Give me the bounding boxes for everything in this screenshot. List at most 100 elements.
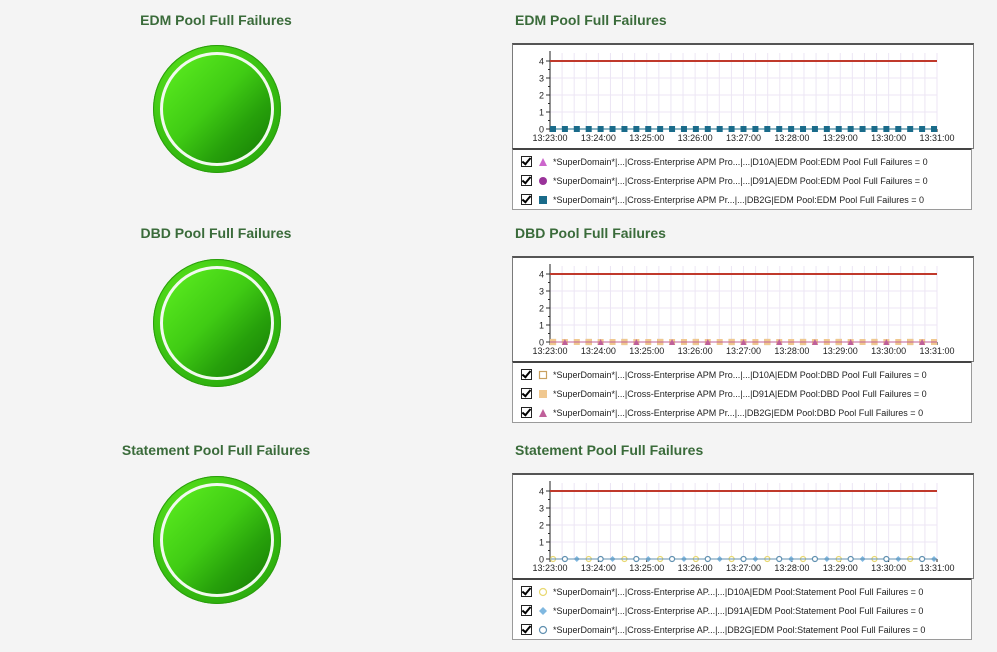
- data-point: [835, 126, 842, 132]
- legend-item: *SuperDomain*|...|Cross-Enterprise APM P…: [513, 190, 971, 209]
- x-tick-label: 13:27:00: [726, 346, 761, 356]
- legend-marker-shape: [539, 606, 547, 615]
- y-tick-label: 0: [539, 125, 544, 135]
- series-visibility-checkbox[interactable]: [521, 388, 532, 399]
- legend-label: *SuperDomain*|...|Cross-Enterprise APM P…: [553, 388, 927, 399]
- legend-label: *SuperDomain*|...|Cross-Enterprise APM P…: [553, 194, 925, 205]
- legend-item: *SuperDomain*|...|Cross-Enterprise APM P…: [513, 403, 971, 422]
- legend-marker-icon: [538, 157, 548, 167]
- data-point: [728, 126, 735, 132]
- y-tick-label: 0: [539, 338, 544, 348]
- series-visibility-checkbox[interactable]: [521, 605, 532, 616]
- legend-label: *SuperDomain*|...|Cross-Enterprise APM P…: [553, 369, 927, 380]
- data-point: [895, 126, 902, 132]
- status-light-ring: [160, 483, 274, 597]
- data-point: [633, 339, 640, 345]
- y-tick-label: 4: [539, 57, 544, 67]
- data-point: [561, 126, 568, 132]
- x-tick-label: 13:31:00: [919, 563, 954, 573]
- data-point: [788, 126, 795, 132]
- legend-label: *SuperDomain*|...|Cross-Enterprise APM P…: [553, 175, 928, 186]
- data-point: [871, 126, 878, 132]
- legend-edm: *SuperDomain*|...|Cross-Enterprise APM P…: [512, 148, 972, 210]
- status-light-edm: [153, 45, 281, 173]
- legend-statement: *SuperDomain*|...|Cross-Enterprise AP...…: [512, 578, 972, 640]
- legend-item: *SuperDomain*|...|Cross-Enterprise AP...…: [513, 582, 971, 601]
- data-point: [740, 339, 747, 345]
- data-point: [561, 555, 569, 563]
- x-tick-label: 13:27:00: [726, 133, 761, 143]
- legend-marker-icon: [538, 370, 548, 380]
- status-light-statement: [153, 476, 281, 604]
- data-point: [597, 555, 604, 563]
- data-point: [847, 339, 854, 345]
- data-point: [907, 126, 914, 132]
- x-tick-label: 13:30:00: [871, 563, 906, 573]
- legend-label: *SuperDomain*|...|Cross-Enterprise AP...…: [553, 624, 926, 635]
- data-point: [585, 126, 592, 132]
- series-visibility-checkbox[interactable]: [521, 156, 532, 167]
- y-tick-label: 0: [539, 555, 544, 565]
- data-point: [561, 339, 568, 345]
- y-tick-label: 4: [539, 487, 544, 497]
- x-tick-label: 13:28:00: [774, 133, 809, 143]
- status-light-ring: [160, 52, 274, 166]
- data-point: [609, 126, 616, 132]
- series-visibility-checkbox[interactable]: [521, 175, 532, 186]
- legend-marker-shape: [538, 625, 548, 634]
- data-point: [883, 126, 890, 132]
- y-tick-label: 3: [539, 504, 544, 514]
- y-tick-label: 1: [539, 108, 544, 118]
- legend-label: *SuperDomain*|...|Cross-Enterprise AP...…: [553, 586, 924, 597]
- data-point: [776, 339, 783, 345]
- data-point: [883, 555, 890, 563]
- x-tick-label: 13:28:00: [774, 346, 809, 356]
- legend-marker-icon: [538, 587, 548, 597]
- x-tick-label: 13:30:00: [871, 346, 906, 356]
- legend-marker-shape: [539, 408, 547, 417]
- x-tick-label: 13:25:00: [629, 346, 664, 356]
- y-tick-label: 2: [539, 91, 544, 101]
- y-tick-label: 3: [539, 287, 544, 297]
- data-point: [704, 555, 711, 563]
- status-title-statement: Statement Pool Full Failures: [121, 442, 311, 458]
- series-visibility-checkbox[interactable]: [521, 194, 532, 205]
- y-tick-label: 1: [539, 321, 544, 331]
- legend-marker-icon: [538, 408, 548, 418]
- legend-label: *SuperDomain*|...|Cross-Enterprise AP...…: [553, 605, 924, 616]
- data-point: [847, 126, 854, 132]
- data-point: [704, 126, 711, 132]
- status-light-dbd: [153, 259, 281, 387]
- data-point: [704, 339, 711, 345]
- series-visibility-checkbox[interactable]: [521, 407, 532, 418]
- y-tick-label: 2: [539, 521, 544, 531]
- legend-marker-shape: [538, 370, 548, 379]
- legend-label: *SuperDomain*|...|Cross-Enterprise APM P…: [553, 156, 928, 167]
- legend-marker-shape: [539, 157, 547, 166]
- legend-marker-icon: [538, 195, 548, 205]
- series-visibility-checkbox[interactable]: [521, 369, 532, 380]
- data-point: [597, 339, 604, 345]
- data-point: [621, 126, 628, 132]
- data-point: [859, 126, 866, 132]
- chart-title-edm: EDM Pool Full Failures: [515, 12, 667, 28]
- data-point: [776, 555, 783, 563]
- x-tick-label: 13:29:00: [823, 346, 858, 356]
- series-visibility-checkbox[interactable]: [521, 624, 532, 635]
- data-point: [740, 126, 747, 132]
- data-point: [883, 339, 890, 345]
- data-point: [764, 126, 771, 132]
- data-point: [669, 339, 676, 345]
- legend-marker-icon: [538, 625, 548, 635]
- x-tick-label: 13:29:00: [823, 563, 858, 573]
- data-point: [919, 126, 926, 132]
- x-tick-label: 13:26:00: [678, 563, 713, 573]
- series-visibility-checkbox[interactable]: [521, 586, 532, 597]
- y-tick-label: 2: [539, 304, 544, 314]
- data-point: [740, 555, 747, 563]
